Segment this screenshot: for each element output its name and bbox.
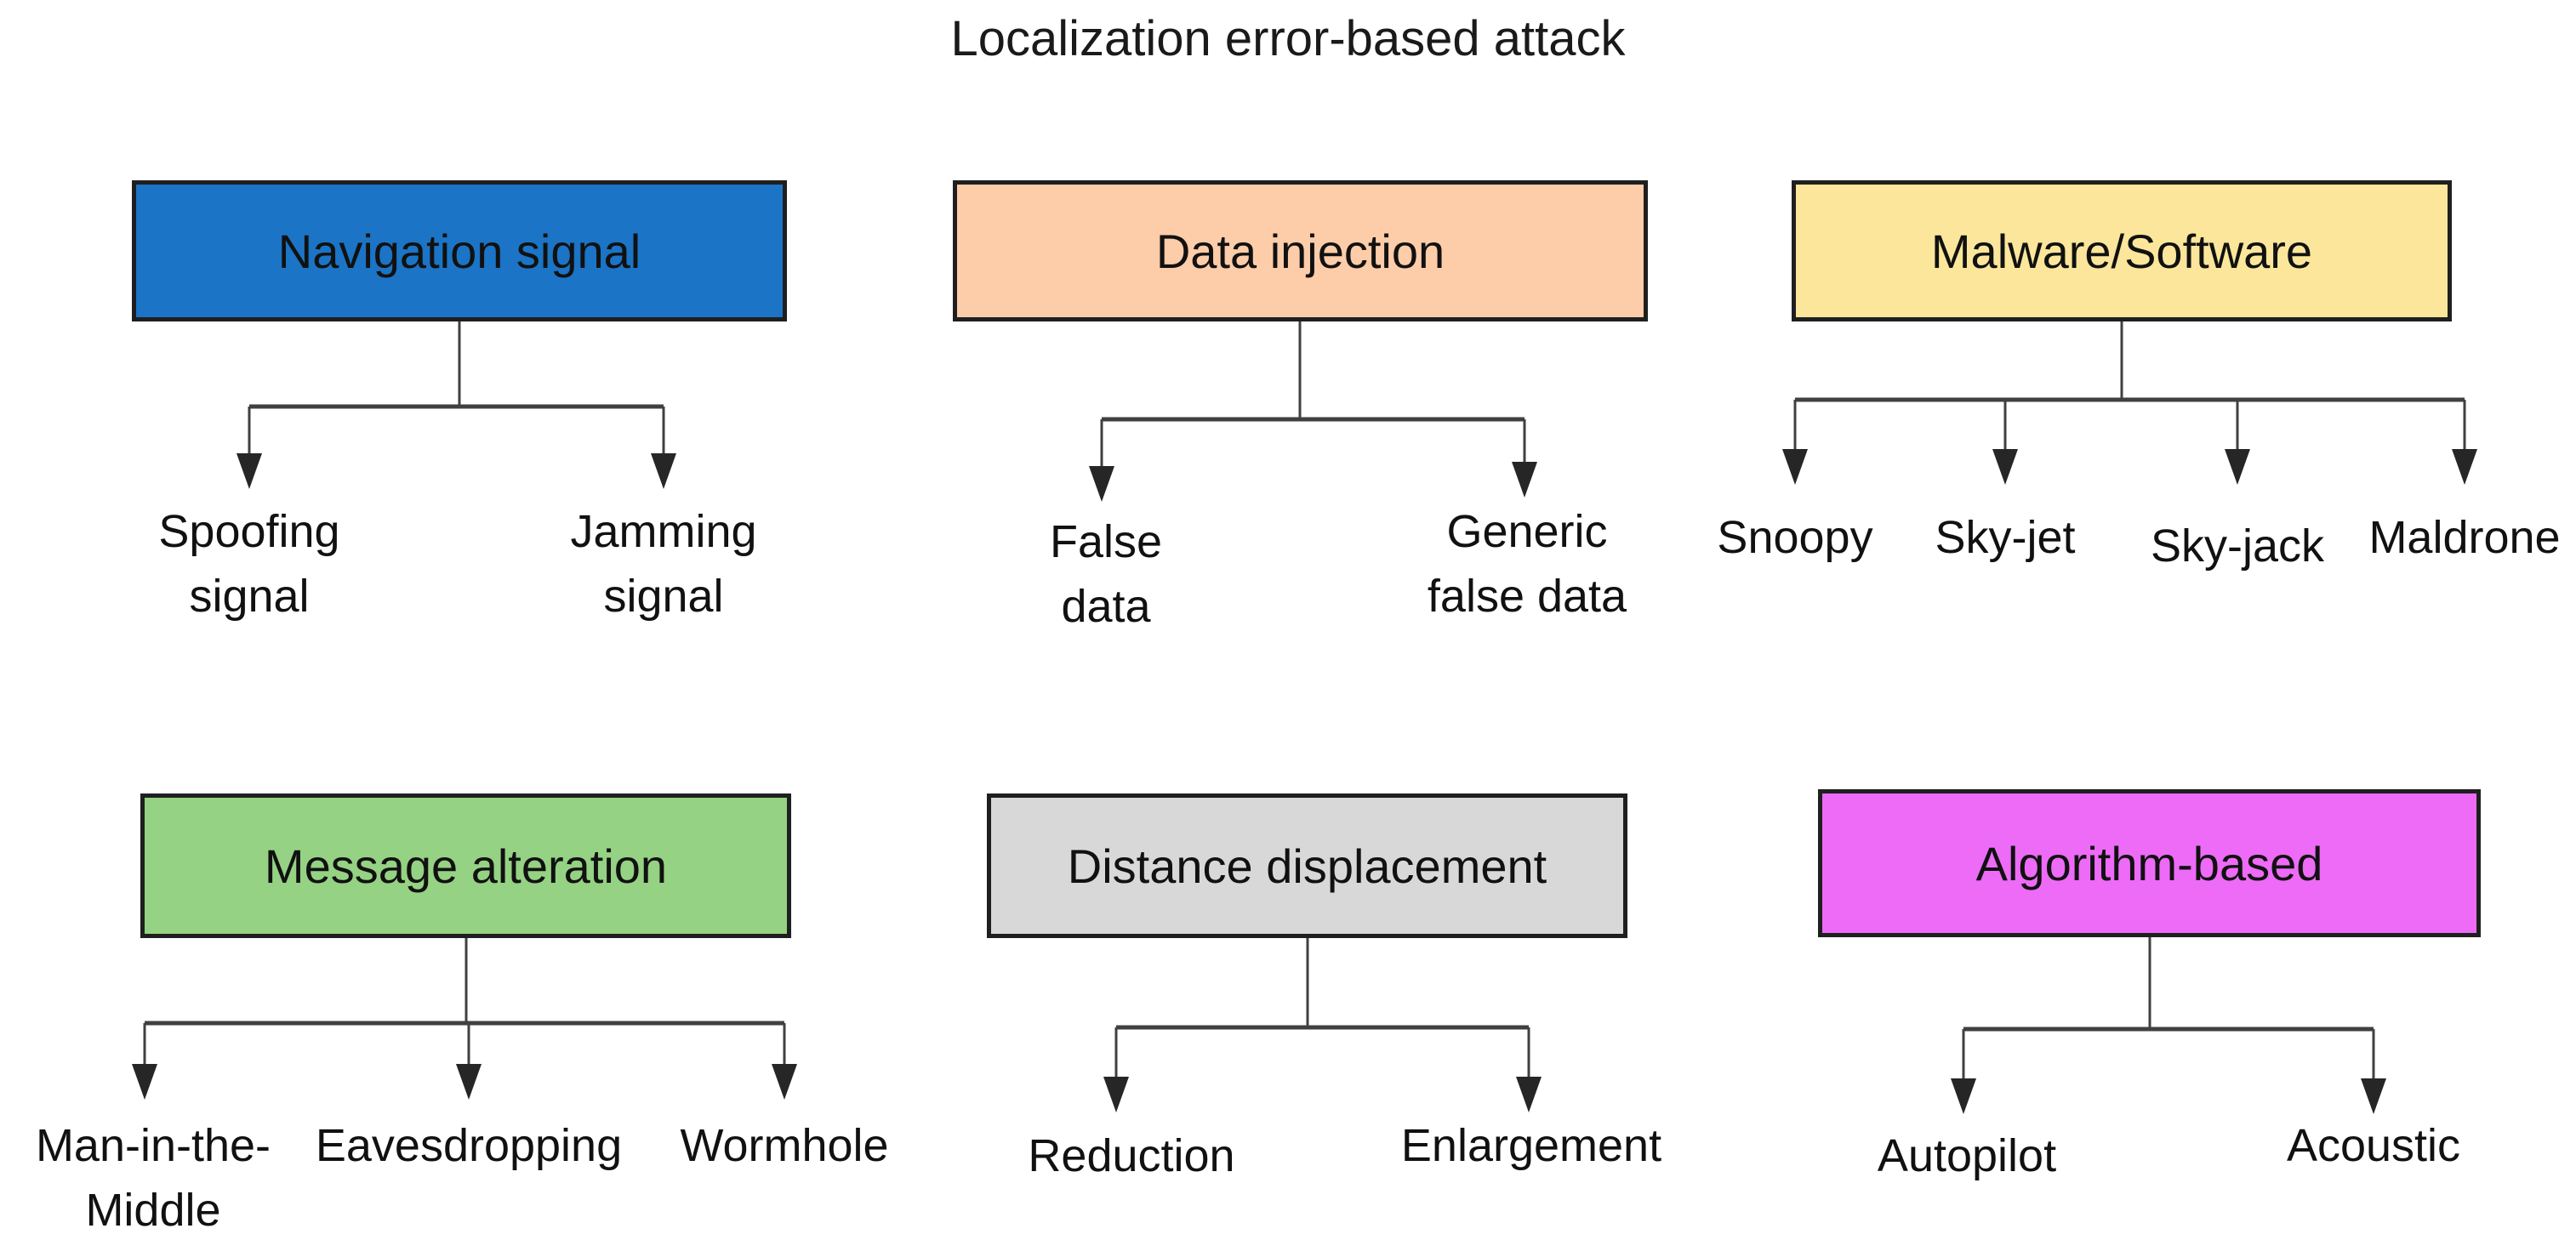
connector-message-alteration bbox=[132, 936, 797, 1100]
connector-malware-software bbox=[1782, 320, 2477, 485]
arrowhead-icon bbox=[1089, 466, 1114, 502]
leaf-label-line: Autopilot bbox=[1877, 1130, 2057, 1181]
leaf-label-line: False bbox=[1049, 516, 1163, 567]
leaf-label-line: Acoustic bbox=[2286, 1120, 2461, 1171]
leaf-label-line: Jamming bbox=[570, 506, 757, 557]
arrowhead-icon bbox=[772, 1064, 797, 1100]
leaf-label-line: Eavesdropping bbox=[315, 1120, 623, 1171]
leaf-label-line: Snoopy bbox=[1717, 512, 1873, 563]
leaf-label-line: Sky-jet bbox=[1935, 512, 2076, 563]
leaf-sky-jack: Sky-jack bbox=[2151, 515, 2324, 579]
box-distance-displacement: Distance displacement bbox=[987, 793, 1627, 938]
leaf-label-line: signal bbox=[603, 570, 724, 622]
arrowhead-icon bbox=[2361, 1078, 2386, 1114]
leaf-label-line: Enlargement bbox=[1400, 1120, 1662, 1171]
leaf-label-line: signal bbox=[189, 570, 310, 622]
leaf-autopilot: Autopilot bbox=[1878, 1124, 2056, 1189]
leaf-label-line: Maldrone bbox=[2368, 512, 2561, 563]
box-label: Malware/Software bbox=[1930, 224, 2313, 278]
leaf-wormhole: Wormhole bbox=[680, 1114, 888, 1179]
box-algorithm-based: Algorithm-based bbox=[1818, 789, 2481, 937]
leaf-label-line: data bbox=[1061, 580, 1151, 632]
arrowhead-icon bbox=[1951, 1078, 1976, 1114]
connector-algorithm-based bbox=[1951, 936, 2386, 1114]
box-data-injection: Data injection bbox=[953, 180, 1648, 321]
leaf-snoopy: Snoopy bbox=[1717, 506, 1872, 571]
leaf-reduction: Reduction bbox=[1028, 1124, 1234, 1189]
arrowhead-icon bbox=[2225, 449, 2250, 485]
diagram-title: Localization error-based attack bbox=[950, 11, 1626, 66]
arrowhead-icon bbox=[1516, 1077, 1542, 1112]
leaf-man-in-the-middle: Man-in-the- Middle bbox=[36, 1114, 271, 1243]
box-label: Algorithm-based bbox=[1975, 836, 2323, 890]
leaf-label-line: Reduction bbox=[1028, 1130, 1235, 1181]
arrowhead-icon bbox=[1782, 449, 1808, 485]
box-label: Data injection bbox=[1155, 224, 1445, 278]
leaf-label-line: Sky-jack bbox=[2150, 520, 2325, 572]
arrowhead-icon bbox=[1103, 1077, 1129, 1112]
connector-distance-displacement bbox=[1103, 936, 1542, 1112]
leaf-label-line: Man-in-the- bbox=[35, 1120, 271, 1171]
leaf-enlargement: Enlargement bbox=[1401, 1114, 1661, 1179]
leaf-sky-jet: Sky-jet bbox=[1935, 506, 2075, 571]
box-message-alteration: Message alteration bbox=[140, 793, 791, 938]
leaf-maldrone: Maldrone bbox=[2368, 506, 2560, 571]
arrowhead-icon bbox=[1992, 449, 2018, 485]
leaf-label-line: Generic bbox=[1446, 506, 1608, 557]
connector-navigation-signal bbox=[237, 320, 676, 489]
box-label: Distance displacement bbox=[1067, 839, 1547, 893]
leaf-eavesdropping: Eavesdropping bbox=[316, 1114, 622, 1179]
arrowhead-icon bbox=[237, 453, 262, 489]
box-malware-software: Malware/Software bbox=[1792, 180, 2452, 321]
leaf-label-line: Spoofing bbox=[158, 506, 340, 557]
leaf-generic-false-data: Generic false data bbox=[1428, 500, 1627, 628]
leaf-spoofing-signal: Spoofing signal bbox=[158, 500, 339, 628]
connector-data-injection bbox=[1089, 320, 1537, 502]
leaf-false-data: False data bbox=[1050, 510, 1162, 639]
arrowhead-icon bbox=[1512, 462, 1537, 498]
arrowhead-icon bbox=[456, 1064, 482, 1100]
box-label: Message alteration bbox=[264, 839, 668, 893]
leaf-acoustic: Acoustic bbox=[2287, 1114, 2460, 1179]
box-label: Navigation signal bbox=[277, 224, 641, 278]
leaf-jamming-signal: Jamming signal bbox=[570, 500, 756, 628]
leaf-label-line: Wormhole bbox=[680, 1120, 889, 1171]
leaf-label-line: Middle bbox=[85, 1184, 221, 1236]
arrowhead-icon bbox=[132, 1064, 157, 1100]
leaf-label-line: false data bbox=[1427, 570, 1627, 622]
arrowhead-icon bbox=[2452, 449, 2477, 485]
arrowhead-icon bbox=[651, 453, 676, 489]
box-navigation-signal: Navigation signal bbox=[132, 180, 787, 321]
